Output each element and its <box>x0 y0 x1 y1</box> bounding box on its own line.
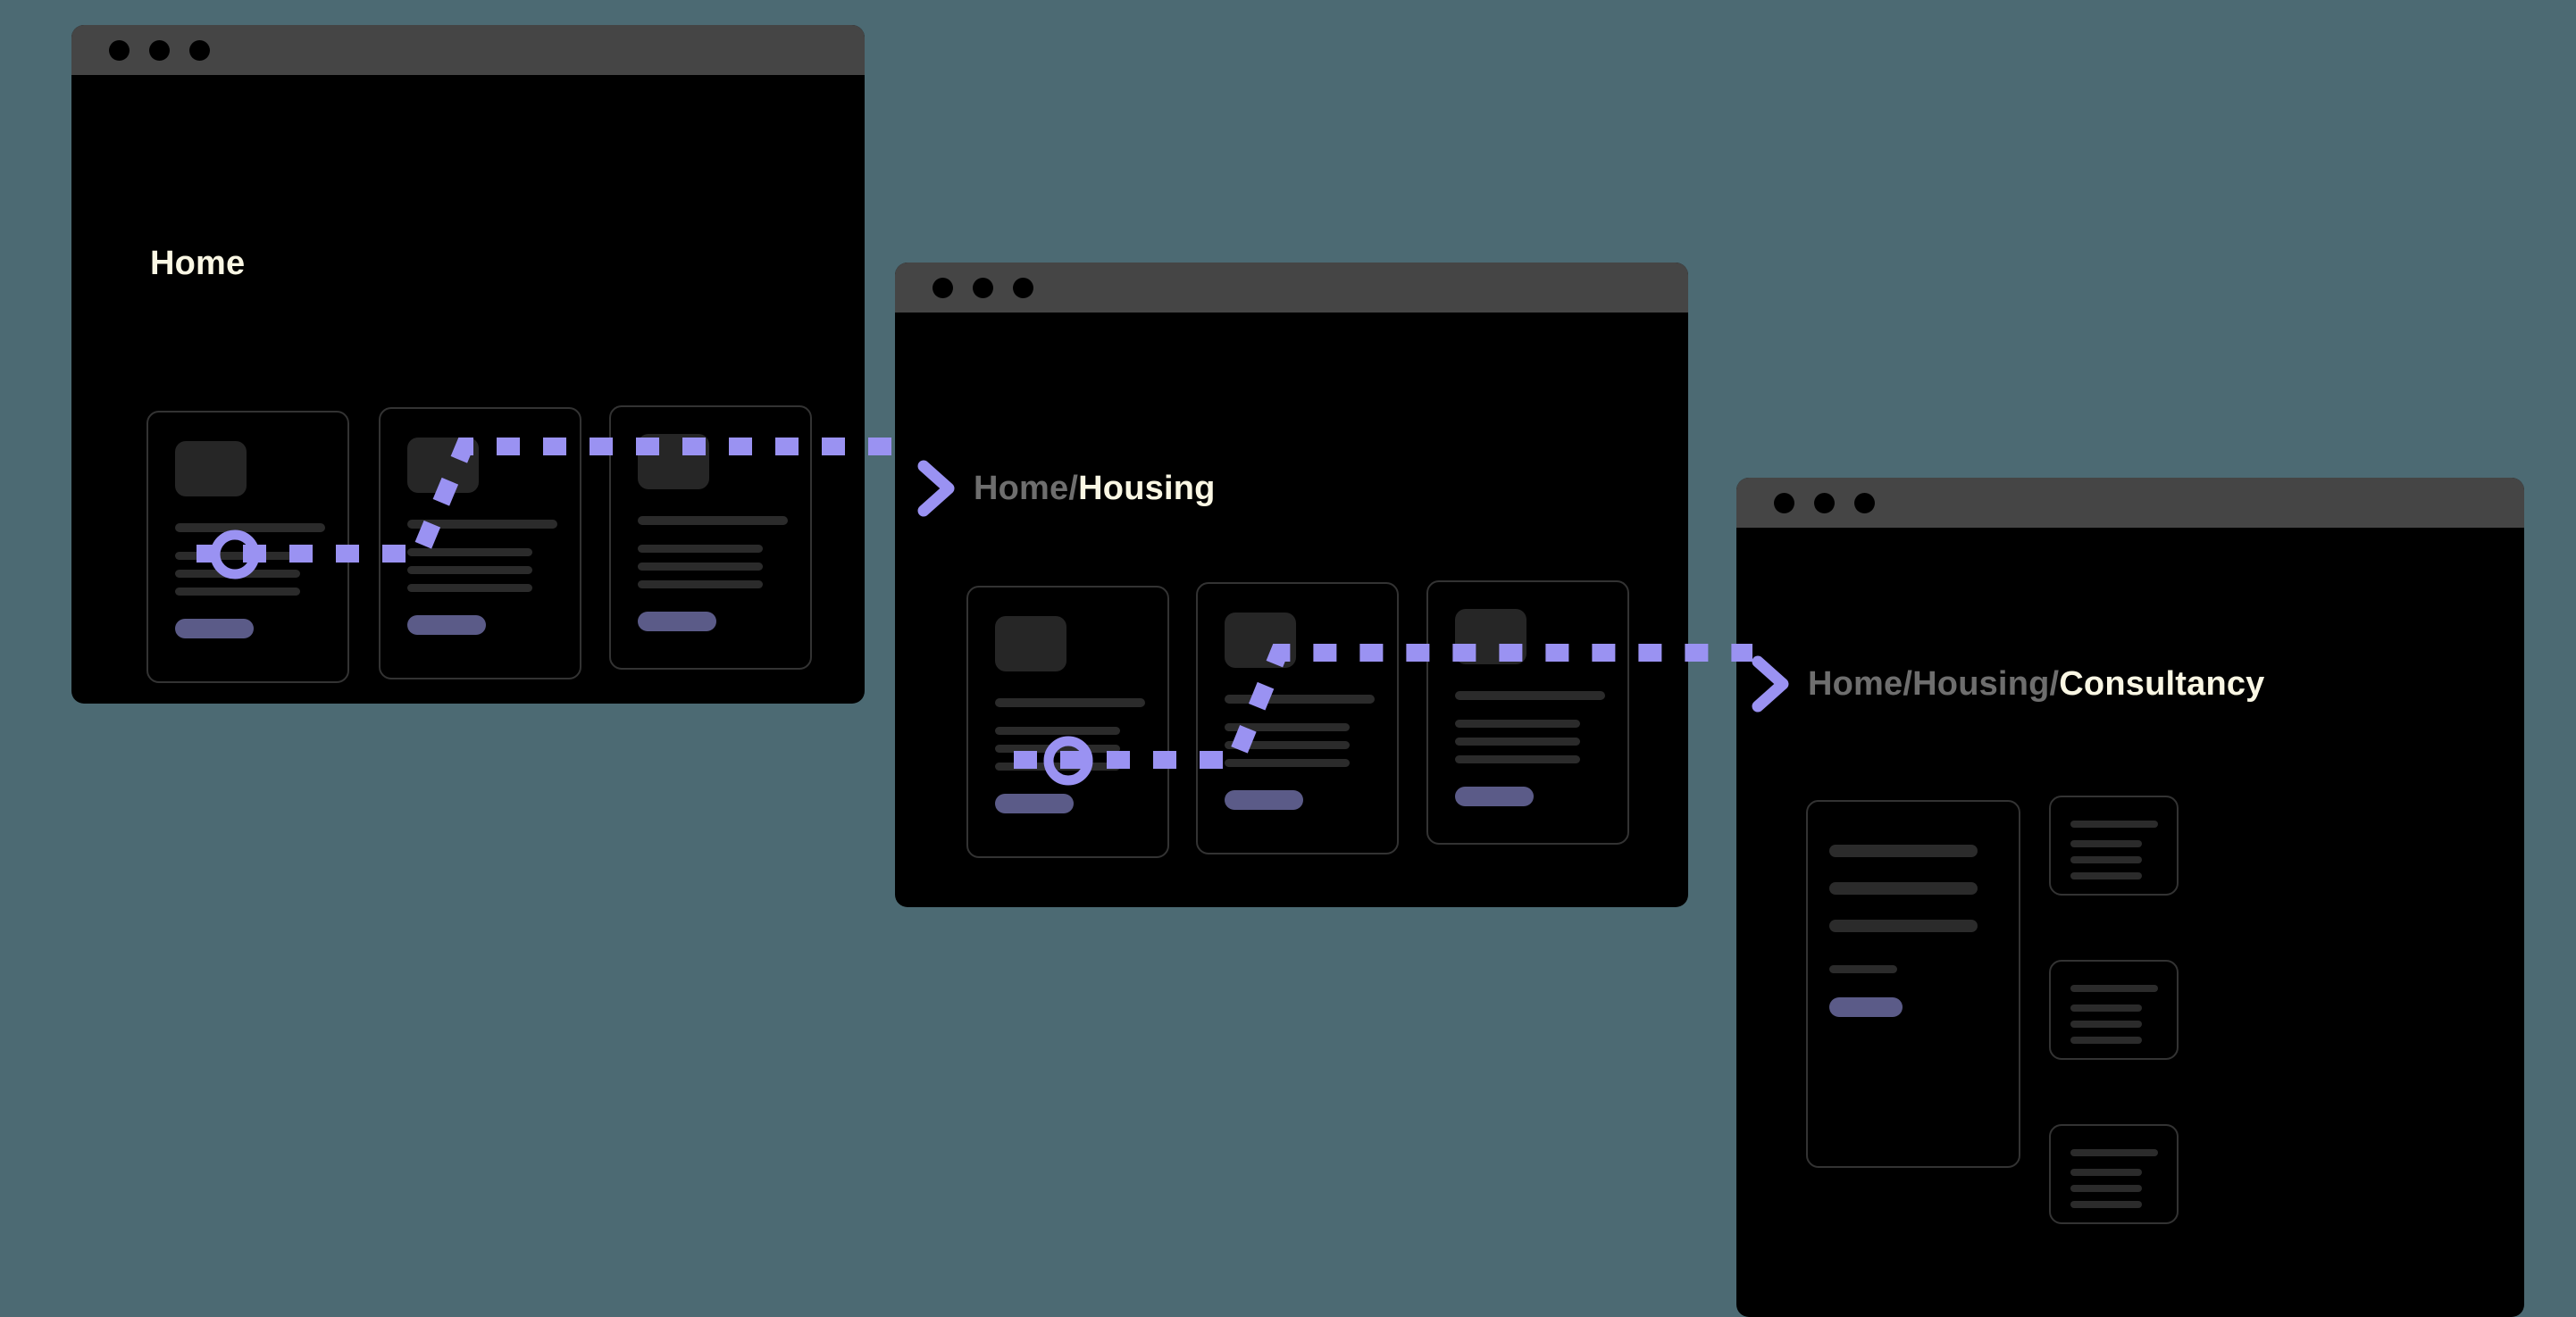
card-body-line <box>2070 856 2142 863</box>
card-title-bar <box>175 523 325 532</box>
maximize-dot[interactable] <box>1013 277 1033 298</box>
card-body-line <box>175 552 300 560</box>
card-body-line <box>2070 872 2142 879</box>
home-card-1[interactable] <box>146 411 349 683</box>
chevron-right-icon <box>1752 655 1789 713</box>
card-title-bar <box>1455 691 1605 700</box>
card-thumbnail <box>638 434 709 489</box>
card-body-line <box>1225 723 1350 731</box>
card-body-line <box>2070 1169 2142 1176</box>
housing-window-body: Home/ Housing <box>895 313 1688 907</box>
card-title-bar <box>2070 1149 2158 1156</box>
card-thumbnail <box>1455 609 1526 664</box>
detail-heading-line <box>1829 920 1978 932</box>
card-body-line <box>995 745 1120 753</box>
card-body-line <box>995 727 1120 735</box>
breadcrumb: Home/ Housing <box>911 459 1216 518</box>
card-action-pill[interactable] <box>995 794 1074 813</box>
card-action-pill[interactable] <box>1225 790 1303 810</box>
card-title-bar <box>995 698 1145 707</box>
card-action-pill[interactable] <box>407 615 486 635</box>
housing-card-3[interactable] <box>1426 580 1629 845</box>
card-title-bar <box>2070 821 2158 828</box>
card-title-bar <box>638 516 788 525</box>
card-body-line <box>1225 741 1350 749</box>
card-action-pill[interactable] <box>638 612 716 631</box>
card-thumbnail <box>407 438 479 493</box>
housing-card-2[interactable] <box>1196 582 1399 854</box>
card-body-line <box>407 548 532 556</box>
maximize-dot[interactable] <box>1854 492 1875 513</box>
detail-heading-line <box>1829 882 1978 895</box>
consultancy-window[interactable]: Home/Housing/ Consultancy <box>1736 478 2524 1317</box>
consultancy-window-titlebar <box>1736 478 2524 528</box>
housing-window[interactable]: Home/ Housing <box>895 263 1688 907</box>
home-card-2[interactable] <box>379 407 581 679</box>
maximize-dot[interactable] <box>189 39 210 61</box>
card-title-bar <box>407 520 557 529</box>
card-thumbnail <box>175 441 247 496</box>
card-body-line <box>175 570 300 578</box>
page-title: Home <box>150 245 246 282</box>
close-dot[interactable] <box>1774 492 1794 513</box>
home-card-3[interactable] <box>609 405 812 670</box>
consultancy-side-card-1[interactable] <box>2049 796 2179 896</box>
housing-window-titlebar <box>895 263 1688 313</box>
card-body-line <box>995 763 1120 771</box>
card-body-line <box>638 580 763 588</box>
home-window-titlebar <box>71 25 865 75</box>
detail-action-pill[interactable] <box>1829 997 1903 1017</box>
card-body-line <box>2070 840 2142 847</box>
card-action-pill[interactable] <box>1455 787 1534 806</box>
home-window[interactable]: Home <box>71 25 865 704</box>
card-body-line <box>638 563 763 571</box>
minimize-dot[interactable] <box>149 39 170 61</box>
close-dot[interactable] <box>933 277 953 298</box>
minimize-dot[interactable] <box>1814 492 1835 513</box>
consultancy-side-card-2[interactable] <box>2049 960 2179 1060</box>
breadcrumb-prefix[interactable]: Home/Housing/ <box>1808 664 2060 703</box>
card-body-line <box>2070 1004 2142 1012</box>
chevron-right-icon <box>917 460 955 517</box>
detail-heading-line <box>1829 845 1978 857</box>
card-body-line <box>1455 755 1580 763</box>
breadcrumb: Home/Housing/ Consultancy <box>1745 654 2265 713</box>
consultancy-side-card-3[interactable] <box>2049 1124 2179 1224</box>
card-body-line <box>1455 738 1580 746</box>
housing-card-1[interactable] <box>966 586 1169 858</box>
breadcrumb-current: Housing <box>1078 469 1216 507</box>
card-body-line <box>1455 720 1580 728</box>
card-body-line <box>2070 1037 2142 1044</box>
card-body-line <box>175 588 300 596</box>
card-title-bar <box>1225 695 1375 704</box>
card-body-line <box>407 566 532 574</box>
card-body-line <box>1225 759 1350 767</box>
consultancy-detail-panel[interactable] <box>1806 800 2020 1168</box>
home-window-body: Home <box>71 75 865 704</box>
breadcrumb-prefix[interactable]: Home/ <box>974 469 1079 507</box>
card-body-line <box>407 584 532 592</box>
card-thumbnail <box>995 616 1066 671</box>
card-body-line <box>638 545 763 553</box>
card-title-bar <box>2070 985 2158 992</box>
card-body-line <box>2070 1201 2142 1208</box>
breadcrumb-current: Consultancy <box>2059 664 2265 703</box>
close-dot[interactable] <box>109 39 130 61</box>
minimize-dot[interactable] <box>973 277 993 298</box>
card-body-line <box>2070 1021 2142 1028</box>
card-body-line <box>2070 1185 2142 1192</box>
card-action-pill[interactable] <box>175 619 254 638</box>
card-thumbnail <box>1225 613 1296 668</box>
consultancy-window-body: Home/Housing/ Consultancy <box>1736 528 2524 1317</box>
detail-short-line <box>1829 965 1897 973</box>
